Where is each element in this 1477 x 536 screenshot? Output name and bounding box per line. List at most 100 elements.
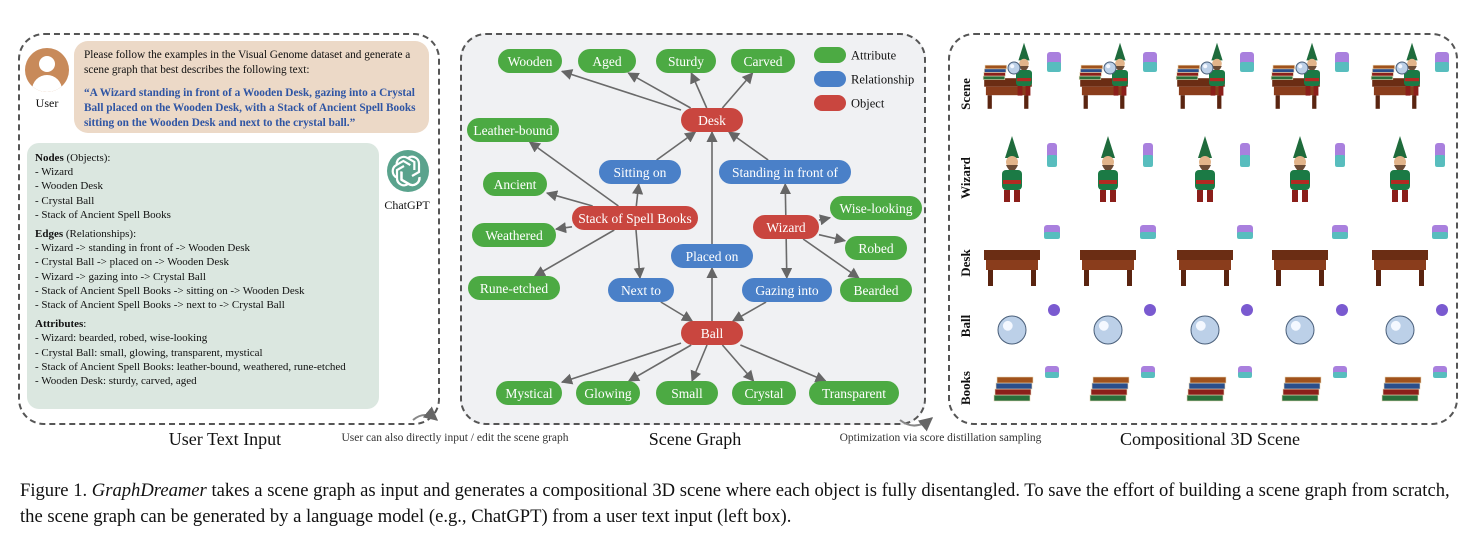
compositional-3d-scene-label: Compositional 3D Scene <box>1120 429 1300 449</box>
node-pill <box>472 223 556 247</box>
graph-node-standing: Standing in front of <box>719 160 851 184</box>
graph-node-robed: Robed <box>845 236 907 260</box>
graph-node-books: Stack of Spell Books <box>572 206 698 230</box>
graph-edge-ball-transparent <box>740 344 827 383</box>
nodes-suffix: (Objects): <box>63 152 111 164</box>
user-label: User <box>35 96 59 110</box>
node-pill <box>468 276 560 300</box>
node-label: Weathered <box>485 228 543 243</box>
edge-item: - Crystal Ball -> placed on -> Wooden De… <box>35 256 229 269</box>
graph-node-wizard: Wizard <box>753 215 819 239</box>
node-label: Wooden <box>508 54 553 69</box>
graph-edge-books-nextto <box>633 229 645 280</box>
graph-edge-ball-crystal <box>721 344 755 382</box>
node-pill <box>671 244 753 268</box>
user-text-input-panel <box>18 33 440 425</box>
attribute-item: - Wooden Desk: sturdy, carved, aged <box>35 375 197 388</box>
chatgpt-answer-box: Nodes (Objects): - Wizard - Wooden Desk … <box>27 143 379 409</box>
graph-node-glowing: Glowing <box>576 381 640 405</box>
graph-edge-desk-aged <box>627 72 692 109</box>
edges-suffix: (Relationships): <box>63 228 137 241</box>
left-arrow-label: User can also directly input / edit the … <box>341 432 569 444</box>
user-avatar-icon <box>25 48 69 92</box>
node-pill <box>572 206 698 230</box>
figure-caption-prefix: Figure 1. <box>20 480 92 501</box>
user-text-input-label: User Text Input <box>168 429 282 449</box>
legend-swatch-attribute <box>814 47 846 63</box>
node-label: Sitting on <box>614 165 667 180</box>
node-label: Sturdy <box>668 54 704 69</box>
node-pill <box>498 49 562 73</box>
edge-item: - Stack of Ancient Spell Books -> next t… <box>35 299 285 312</box>
graph-node-desk: Desk <box>681 108 743 132</box>
node-pill <box>656 381 718 405</box>
node-pill <box>742 278 832 302</box>
node-label: Wise-looking <box>840 201 913 216</box>
legend-label-relationship: Relationship <box>851 73 914 87</box>
user-prompt-bubble: Please follow the examples in the Visual… <box>74 41 429 133</box>
graph-edge-books-sitting <box>632 182 644 207</box>
scene-graph-label: Scene Graph <box>648 429 742 449</box>
legend-label-attribute: Attribute <box>851 49 897 63</box>
node-label: Leather-bound <box>473 123 552 138</box>
graph-edge-ball-glowing <box>627 344 692 382</box>
attributes-title: Attributes <box>35 318 84 331</box>
graph-node-mystical: Mystical <box>496 381 562 405</box>
node-pill <box>681 108 743 132</box>
graph-edge-books-ancient <box>545 190 593 207</box>
node-item: - Wizard <box>35 166 74 179</box>
node-label: Stack of Spell Books <box>578 211 692 226</box>
graph-node-placed: Placed on <box>671 244 753 268</box>
node-label: Glowing <box>584 386 632 401</box>
node-label: Transparent <box>822 386 886 401</box>
graph-node-aged: Aged <box>578 49 636 73</box>
graph-edge-books-weathered <box>554 222 573 234</box>
graph-node-transparent: Transparent <box>809 381 899 405</box>
node-item: - Stack of Ancient Spell Books <box>35 208 171 221</box>
node-label: Small <box>671 386 703 401</box>
graph-node-ball: Ball <box>681 321 743 345</box>
edges-title: Edges <box>35 228 64 241</box>
graph-edge-ball-small <box>690 344 708 383</box>
graph-node-small: Small <box>656 381 718 405</box>
node-pill <box>467 118 559 142</box>
node-label: Bearded <box>854 283 899 298</box>
edges-section: Edges (Relationships): <box>35 227 371 241</box>
figure-caption-text: takes a scene graph as input and generat… <box>20 480 1450 527</box>
graph-edge-wizard-bearded <box>802 238 860 279</box>
node-pill <box>608 278 674 302</box>
graph-node-bearded: Bearded <box>840 278 912 302</box>
node-label: Placed on <box>686 249 739 264</box>
graph-edge-wizard-robed <box>818 233 847 244</box>
node-pill <box>576 381 640 405</box>
graph-edge-wizard-standing <box>779 182 792 216</box>
node-label: Aged <box>592 54 621 69</box>
node-label: Next to <box>621 283 661 298</box>
node-item: - Wooden Desk <box>35 180 103 193</box>
node-label: Mystical <box>505 386 552 401</box>
node-pill <box>578 49 636 73</box>
nodes-title: Nodes <box>35 152 64 164</box>
node-label: Gazing into <box>755 283 819 298</box>
node-label: Robed <box>858 241 893 256</box>
graph-edge-books-rune <box>533 229 615 277</box>
node-label: Crystal <box>745 386 784 401</box>
node-pill <box>656 49 716 73</box>
graph-edge-ball-mystical <box>560 342 682 385</box>
edge-item: - Wizard -> standing in front of -> Wood… <box>35 242 251 255</box>
node-label: Desk <box>698 113 726 128</box>
chatgpt-label: ChatGPT <box>384 198 430 212</box>
edge-item: - Wizard -> gazing into -> Crystal Ball <box>35 270 206 283</box>
nodes-section: Nodes (Objects): <box>35 151 371 165</box>
graph-edge-nextto-ball <box>660 301 694 322</box>
left-curved-arrow <box>412 406 439 421</box>
right-curved-arrow <box>899 417 934 432</box>
node-label: Standing in front of <box>732 165 839 180</box>
edge-item: - Stack of Ancient Spell Books -> sittin… <box>35 284 305 297</box>
node-pill <box>753 215 819 239</box>
graph-node-rune: Rune-etched <box>468 276 560 300</box>
node-pill <box>483 172 547 196</box>
legend-swatch-object <box>814 95 846 111</box>
node-pill <box>732 381 796 405</box>
